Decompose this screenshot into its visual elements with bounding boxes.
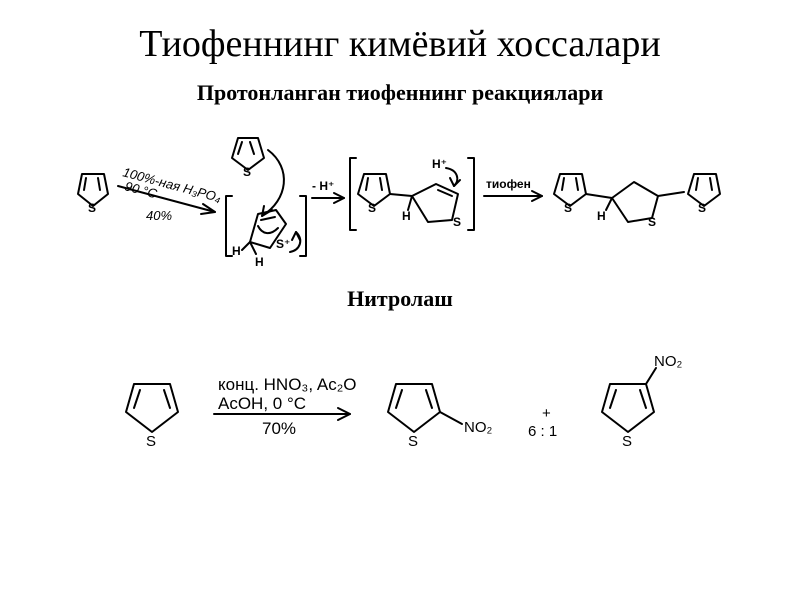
bracket-intermediate: S S H H⁺ <box>349 157 475 231</box>
condition-reagents: конц. HNO₃, Ac₂O <box>218 375 357 394</box>
atom-s: S <box>146 433 156 450</box>
label-minus-h-plus: - H⁺ <box>312 179 334 193</box>
slide-title: Тиофеннинг кимёвий хоссалари <box>139 23 661 65</box>
arrow-protonation: 100%-ная H₃PO₄ 90 °C 40% <box>117 164 223 223</box>
label-thiophene: тиофен <box>486 177 531 191</box>
atom-s: S <box>564 201 572 215</box>
arrow-nitration: конц. HNO₃, Ac₂O AcOH, 0 °C 70% <box>213 375 357 438</box>
isomer-ratio: 6 : 1 <box>528 423 557 440</box>
atom-s: S <box>698 201 706 215</box>
label-h-plus: H⁺ <box>432 157 447 171</box>
atom-s: S <box>622 433 632 450</box>
product-3-nitrothiophene: S NO₂ <box>601 353 683 450</box>
group-no2: NO₂ <box>654 353 683 370</box>
condition-yield: 70% <box>262 419 296 438</box>
atom-s: S <box>88 201 96 215</box>
atom-s: S <box>243 165 251 179</box>
atom-s: S <box>648 215 656 229</box>
thiophene-attacking: S <box>231 137 285 217</box>
arrow-deprotonation: - H⁺ <box>311 179 345 204</box>
condition-solvent-temperature: AcOH, 0 °C <box>218 394 306 413</box>
atom-s: S <box>453 215 461 229</box>
condition-yield: 40% <box>146 208 172 223</box>
atom-h: H <box>232 244 241 258</box>
atom-h: H <box>255 255 264 269</box>
product-dithienyl: S S H S <box>553 173 721 229</box>
atom-h: H <box>597 209 606 223</box>
slide-subtitle: Протонланган тиофеннинг реакциялари <box>196 80 604 105</box>
bracket-protonated-thiophene: S⁺ H H <box>225 195 307 269</box>
arrow-thiophene-addition: тиофен <box>483 177 543 202</box>
atom-s-plus: S⁺ <box>276 237 290 251</box>
atom-s: S <box>408 433 418 450</box>
plus-sign: + <box>542 405 551 422</box>
product-2-nitrothiophene: S NO₂ <box>387 383 493 450</box>
atom-s: S <box>368 201 376 215</box>
thiophene-starting: S <box>77 173 109 215</box>
group-no2: NO₂ <box>464 419 493 436</box>
atom-h: H <box>402 209 411 223</box>
thiophene-nitration-start: S <box>125 383 179 450</box>
section-heading-nitration: Нитролаш <box>347 286 453 311</box>
